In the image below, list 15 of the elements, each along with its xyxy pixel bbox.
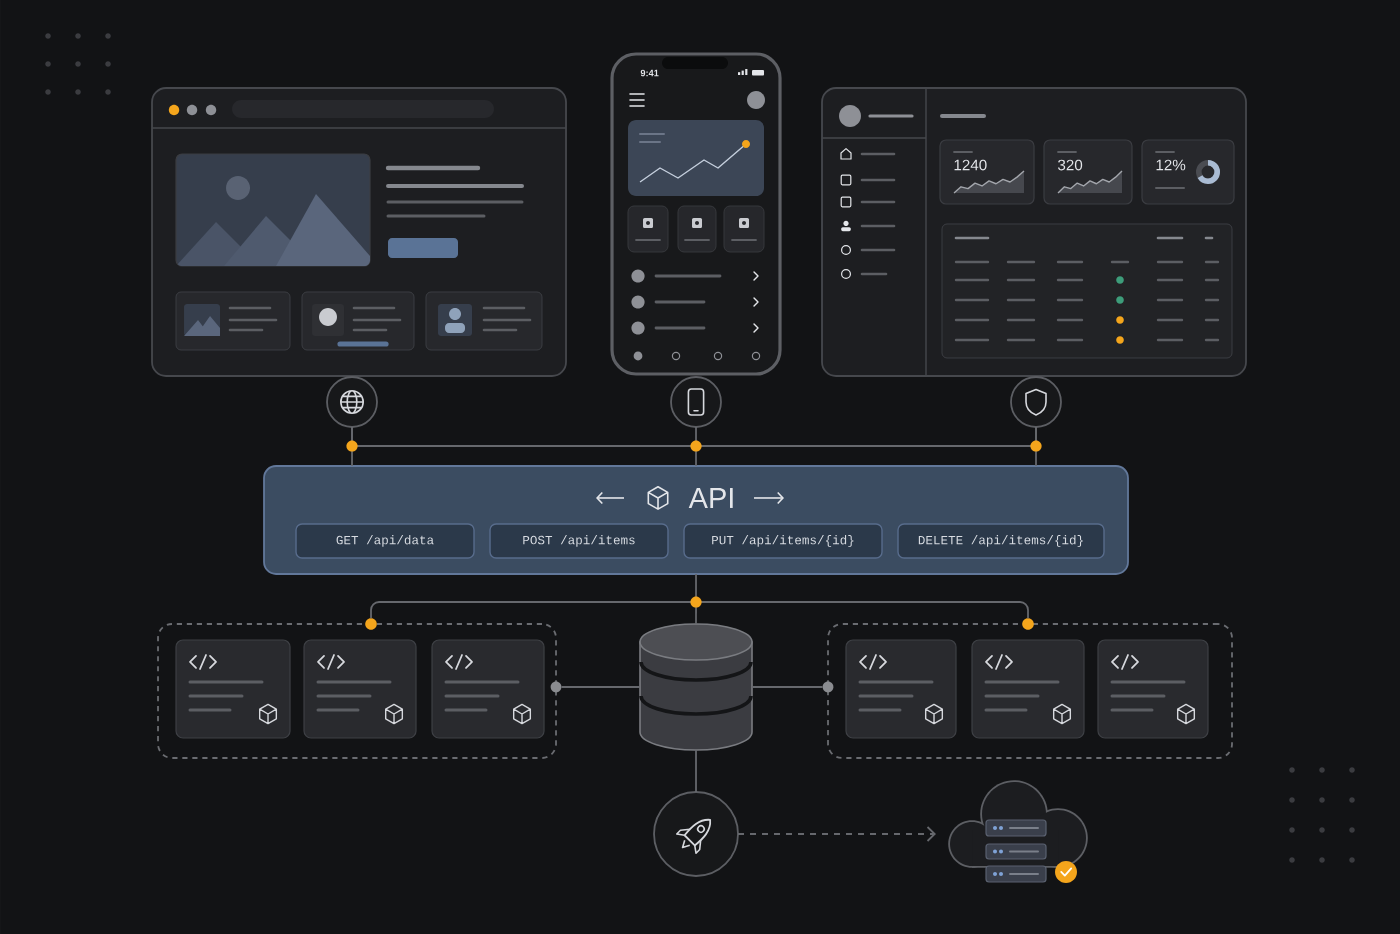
connector-line xyxy=(751,686,824,688)
arrow xyxy=(737,826,936,842)
phone-icon xyxy=(670,376,722,428)
connector-line xyxy=(370,601,697,620)
connector-line xyxy=(695,749,697,793)
connector-line xyxy=(695,601,697,625)
connector-line xyxy=(695,426,697,467)
panel-title: API xyxy=(688,488,733,508)
connector-line xyxy=(351,426,1037,447)
globe-icon xyxy=(326,376,378,428)
connector-line xyxy=(560,686,641,688)
shield-icon xyxy=(1010,376,1062,428)
rocket-icon xyxy=(653,791,739,877)
browser-window xyxy=(151,87,567,377)
database-cylinder xyxy=(639,623,753,751)
